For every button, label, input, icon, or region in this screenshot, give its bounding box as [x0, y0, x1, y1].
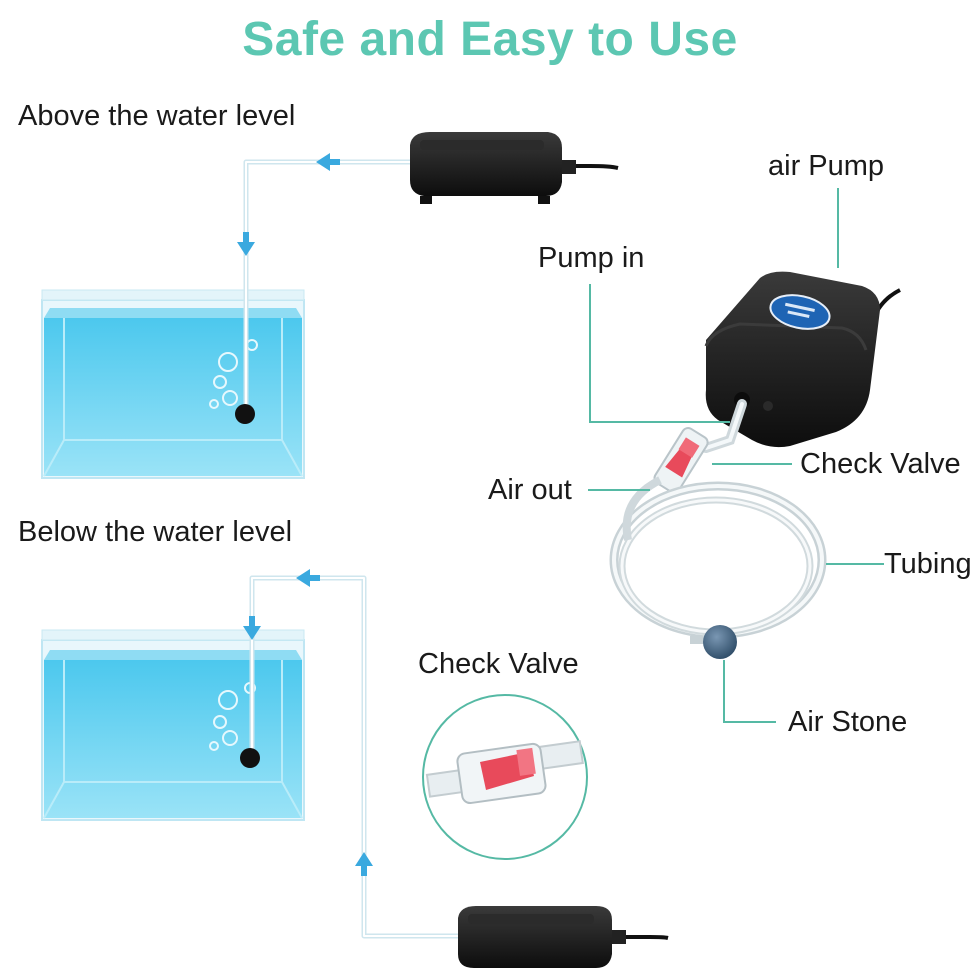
check-valve-icon: [653, 427, 709, 494]
leader-pump-in: [589, 284, 730, 423]
check-valve-inset: [422, 694, 588, 860]
section-above-label: Above the water level: [18, 100, 296, 132]
leader-lines: [588, 188, 884, 723]
air-stone-label: Air Stone: [788, 706, 908, 738]
pump-bottom-icon: [458, 906, 669, 968]
air-pump-label: air Pump: [768, 150, 885, 182]
air-pump-icon: [704, 271, 880, 448]
arrow-up-icon: [355, 852, 373, 876]
tank-above: [41, 289, 305, 479]
arrow-left-icon: [316, 153, 340, 171]
page-title: Safe and Easy to Use: [242, 13, 738, 66]
section-below-label: Below the water level: [18, 516, 293, 548]
air-stone-bottom: [240, 748, 260, 768]
tubing-label: Tubing: [884, 548, 972, 580]
leader-air-stone: [723, 660, 776, 723]
arrow-down-icon: [237, 232, 255, 256]
air-stone-top: [235, 404, 255, 424]
check-valve-label: Check Valve: [800, 448, 961, 480]
inset-check-valve-label: Check Valve: [418, 648, 579, 680]
pump-in-label: Pump in: [538, 242, 645, 274]
pump-label-icon: [769, 294, 831, 330]
tubing-coil: [609, 476, 827, 639]
tank-below: [41, 629, 305, 821]
arrow-left-icon: [296, 569, 320, 587]
arrow-down-icon: [243, 616, 261, 640]
air-stone-icon: [690, 625, 737, 659]
air-out-label: Air out: [488, 474, 572, 506]
pump-top-icon: [410, 132, 619, 204]
